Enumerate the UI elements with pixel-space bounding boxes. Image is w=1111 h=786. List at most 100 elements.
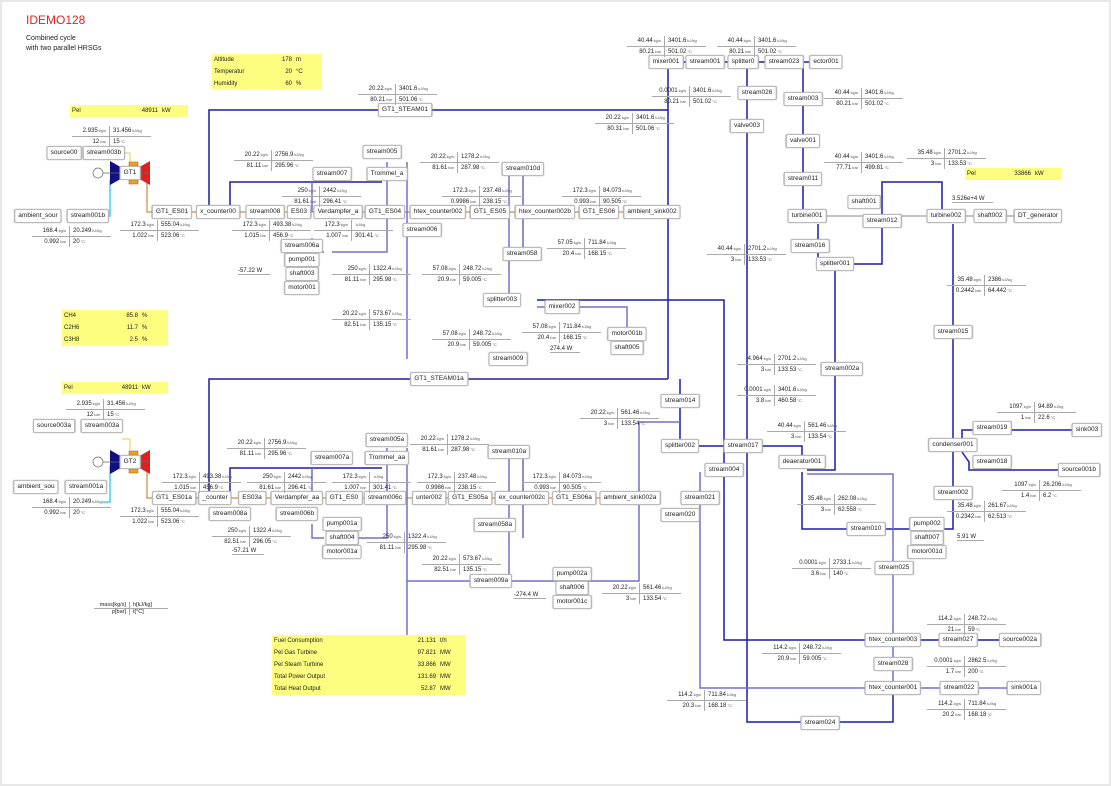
component-stream003a[interactable]: stream003a [80, 419, 124, 433]
component-stream002[interactable]: stream002 [933, 486, 973, 500]
gas-turbine-gt1[interactable]: GT1 [119, 166, 141, 180]
component-motor001a[interactable]: motor001a [322, 545, 362, 559]
component-stream018[interactable]: stream018 [972, 455, 1012, 469]
component-stream010a[interactable]: stream010a [487, 445, 531, 459]
component-stream027[interactable]: stream027 [938, 633, 978, 647]
component-gt1-steam01[interactable]: GT1_STEAM01 [378, 103, 432, 117]
component-ex-counter002c[interactable]: ex_counter002c [494, 491, 550, 505]
component-source003a[interactable]: source003a [33, 419, 75, 433]
component-stream006b[interactable]: stream006b [275, 507, 319, 521]
component-valve001[interactable]: valve001 [785, 134, 821, 148]
gas-turbine-gt2[interactable]: GT2 [119, 455, 141, 469]
component-shaft002[interactable]: shaft002 [973, 209, 1007, 223]
component-motor001b[interactable]: motor001b [607, 327, 647, 341]
component-stream026[interactable]: stream026 [737, 86, 777, 100]
component-stream006[interactable]: stream006 [402, 223, 442, 237]
component-es03a[interactable]: ES03a [238, 491, 266, 505]
component--counter[interactable]: _counter [198, 491, 232, 505]
component-stream009[interactable]: stream009 [488, 352, 528, 366]
component-valve003[interactable]: valve003 [729, 119, 765, 133]
component-splitter002[interactable]: splitter002 [661, 439, 699, 453]
component-dt-generator[interactable]: DT_generator [1013, 209, 1063, 223]
component-stream020[interactable]: stream020 [660, 508, 700, 522]
component-htex-counter002[interactable]: htex_counter002 [409, 205, 467, 219]
component-stream016[interactable]: stream016 [790, 239, 830, 253]
component-stream011[interactable]: stream011 [783, 172, 823, 186]
component-stream058[interactable]: stream058 [502, 247, 542, 261]
component-source001b[interactable]: source001b [1058, 463, 1100, 477]
component-pump002a[interactable]: pump002a [552, 567, 592, 581]
component-ambient-sou[interactable]: ambient_sou [13, 480, 59, 494]
component-shaft006[interactable]: shaft006 [555, 581, 589, 595]
component-splitter001[interactable]: splitter001 [816, 257, 854, 271]
component-splitter003[interactable]: splitter003 [483, 293, 521, 307]
component-gt1-steam01a[interactable]: GT1_STEAM01a [410, 372, 468, 386]
component-stream001[interactable]: stream001 [685, 55, 725, 69]
component-sink003[interactable]: sink003 [1071, 423, 1103, 437]
component-stream002a[interactable]: stream002a [820, 362, 864, 376]
component-htex-counter002b[interactable]: htex_counter002b [514, 205, 576, 219]
component-x-counter00[interactable]: x_counter00 [196, 205, 240, 219]
component-stream014[interactable]: stream014 [660, 394, 700, 408]
component-source002a[interactable]: source002a [999, 633, 1041, 647]
component-gt1-es01a[interactable]: GT1_ES01a [152, 491, 196, 505]
component-gt1-es01[interactable]: GT1_ES01 [151, 205, 193, 219]
component-shaft001[interactable]: shaft001 [847, 195, 881, 209]
component-ambient-sour[interactable]: ambient_sour [14, 209, 62, 223]
component-stream001b[interactable]: stream001b [66, 209, 110, 223]
component-stream010[interactable]: stream010 [846, 522, 886, 536]
component-pump001a[interactable]: pump001a [322, 517, 362, 531]
component-stream006a[interactable]: stream006a [280, 239, 324, 253]
component-stream022[interactable]: stream022 [939, 681, 979, 695]
component-trommel-aa[interactable]: Trommel_aa [364, 451, 410, 465]
component-stream001a[interactable]: stream001a [64, 480, 108, 494]
component-condenser001[interactable]: condenser001 [928, 438, 978, 452]
component-gt1-es05a[interactable]: GT1_ES05a [448, 491, 492, 505]
component-stream028[interactable]: stream028 [873, 657, 913, 671]
component-motor001[interactable]: motor001 [284, 281, 320, 295]
component-shaft007[interactable]: shaft007 [910, 531, 944, 545]
component-stream007[interactable]: stream007 [312, 167, 352, 181]
component-stream006c[interactable]: stream006c [364, 491, 406, 505]
component-stream007a[interactable]: stream007a [310, 451, 354, 465]
component-stream019[interactable]: stream019 [972, 421, 1012, 435]
component-stream008[interactable]: stream008 [245, 205, 285, 219]
component-stream008a[interactable]: stream008a [208, 507, 252, 521]
component-trommel-a[interactable]: Trommel_a [366, 167, 408, 181]
component-stream021[interactable]: stream021 [680, 491, 720, 505]
component-mixer002[interactable]: mixer002 [544, 300, 580, 314]
component-verdampfer-a[interactable]: Verdampfer_a [313, 205, 363, 219]
component-pump001[interactable]: pump001 [284, 253, 320, 267]
component-gt1-es06[interactable]: GT1_ES06 [578, 205, 620, 219]
component-ambient-sink002[interactable]: ambient_sink002 [623, 205, 681, 219]
component-htex-counter003[interactable]: htex_counter003 [864, 633, 922, 647]
component-stream017[interactable]: stream017 [723, 439, 763, 453]
component-stream015[interactable]: stream015 [933, 325, 973, 339]
component-gt1-es04[interactable]: GT1_ES04 [364, 205, 406, 219]
component-stream012[interactable]: stream012 [862, 214, 902, 228]
component-ector001[interactable]: ector001 [809, 55, 843, 69]
component-unter002[interactable]: unter002 [412, 491, 446, 505]
component-ambient-sink002a[interactable]: ambient_sink002a [599, 491, 661, 505]
component-stream058a[interactable]: stream058a [473, 518, 517, 532]
component-stream005[interactable]: stream005 [362, 145, 402, 159]
component-stream003b[interactable]: stream003b [82, 146, 126, 160]
component-shaft003[interactable]: shaft003 [285, 267, 319, 281]
component-stream009a[interactable]: stream009a [469, 574, 513, 588]
component-stream024[interactable]: stream024 [800, 716, 840, 730]
component-stream005a[interactable]: stream005a [365, 433, 409, 447]
component-source00[interactable]: source00 [46, 146, 82, 160]
component-turbine002[interactable]: turbine002 [926, 209, 966, 223]
component-sink001a[interactable]: sink001a [1006, 681, 1042, 695]
component-shaft005[interactable]: shaft005 [610, 341, 644, 355]
component-splitter0[interactable]: splitter0 [727, 55, 759, 69]
component-stream010d[interactable]: stream010d [501, 162, 545, 176]
component-es03[interactable]: ES03 [287, 205, 311, 219]
component-gt1-es05[interactable]: GT1_ES05 [469, 205, 511, 219]
component-gt1-es06a[interactable]: GT1_ES06a [552, 491, 596, 505]
component-stream023[interactable]: stream023 [764, 55, 804, 69]
component-stream003[interactable]: stream003 [783, 92, 823, 106]
component-stream004[interactable]: stream004 [704, 463, 744, 477]
component-gt1-es0[interactable]: GT1_ES0 [325, 491, 363, 505]
component-deaerator001[interactable]: deaerator001 [778, 455, 826, 469]
